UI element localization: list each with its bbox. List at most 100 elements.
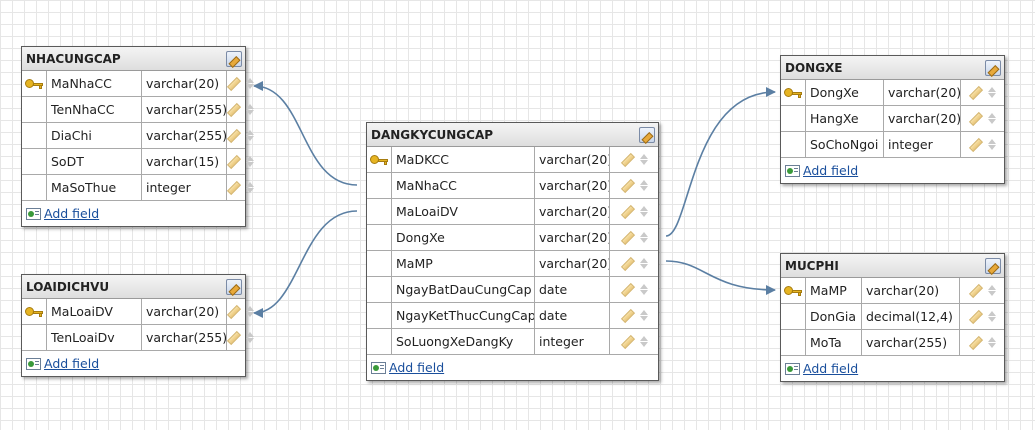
pencil-icon[interactable] xyxy=(226,102,242,117)
add-field-link[interactable]: Add field xyxy=(44,206,100,221)
updown-icon[interactable] xyxy=(639,310,648,321)
table-header[interactable]: MUCPHI xyxy=(781,254,1004,278)
add-field-link[interactable]: Add field xyxy=(389,360,445,375)
updown-icon[interactable] xyxy=(246,306,254,317)
pencil-icon[interactable] xyxy=(226,154,242,169)
edit-table-icon[interactable] xyxy=(985,59,1001,76)
pencil-icon[interactable] xyxy=(226,128,242,143)
add-field-link[interactable]: Add field xyxy=(803,163,859,178)
pencil-icon[interactable] xyxy=(968,283,983,298)
pencil-icon[interactable] xyxy=(620,282,635,297)
table-title: LOAIDICHVU xyxy=(26,279,110,294)
edit-table-icon[interactable] xyxy=(639,126,655,143)
pencil-icon[interactable] xyxy=(968,335,983,350)
table-header[interactable]: LOAIDICHVU xyxy=(22,275,245,299)
table-header[interactable]: DANGKYCUNGCAP xyxy=(367,123,658,147)
updown-icon[interactable] xyxy=(987,285,996,296)
connector-mucphi xyxy=(665,260,776,295)
pencil-icon[interactable] xyxy=(620,308,635,323)
edit-table-icon[interactable] xyxy=(985,257,1001,274)
add-field-icon[interactable] xyxy=(785,362,800,375)
field-type: integer xyxy=(142,175,227,200)
pencil-icon[interactable] xyxy=(620,230,635,245)
updown-icon[interactable] xyxy=(639,232,648,243)
table-header[interactable]: DONGXE xyxy=(781,56,1004,80)
field-actions xyxy=(226,97,254,122)
pencil-icon[interactable] xyxy=(968,111,984,126)
add-field-icon[interactable] xyxy=(26,357,41,370)
updown-icon[interactable] xyxy=(639,258,648,269)
updown-icon[interactable] xyxy=(987,337,996,348)
updown-icon[interactable] xyxy=(639,180,648,191)
updown-icon[interactable] xyxy=(639,336,648,347)
edit-table-icon[interactable] xyxy=(226,50,242,67)
pencil-icon[interactable] xyxy=(620,152,635,167)
updown-icon[interactable] xyxy=(246,104,254,115)
updown-icon[interactable] xyxy=(639,154,648,165)
key-icon xyxy=(784,87,802,99)
edit-table-icon[interactable] xyxy=(226,278,242,295)
add-field-icon[interactable] xyxy=(785,164,800,177)
pencil-icon[interactable] xyxy=(620,334,635,349)
pencil-icon[interactable] xyxy=(968,137,984,152)
updown-icon[interactable] xyxy=(639,206,648,217)
table-footer: Add field xyxy=(22,351,245,376)
field-type: date xyxy=(535,303,610,328)
pencil-icon[interactable] xyxy=(620,178,635,193)
updown-icon[interactable] xyxy=(246,156,254,167)
updown-icon[interactable] xyxy=(246,78,254,89)
pencil-icon[interactable] xyxy=(226,330,242,345)
add-field-icon[interactable] xyxy=(26,207,41,220)
pencil-icon[interactable] xyxy=(620,256,635,271)
pencil-icon[interactable] xyxy=(226,76,242,91)
add-field-link[interactable]: Add field xyxy=(803,361,859,376)
updown-icon[interactable] xyxy=(988,87,996,98)
add-field-icon[interactable] xyxy=(371,361,386,374)
updown-icon[interactable] xyxy=(246,130,254,141)
updown-icon[interactable] xyxy=(987,311,996,322)
updown-icon[interactable] xyxy=(988,113,996,124)
pencil-icon[interactable] xyxy=(968,85,984,100)
field-name: MaMP xyxy=(392,251,535,276)
pencil-icon[interactable] xyxy=(968,309,983,324)
field-type: varchar(255) xyxy=(862,330,960,355)
table-header[interactable]: NHACUNGCAP xyxy=(22,47,245,71)
pencil-icon[interactable] xyxy=(226,304,242,319)
updown-icon[interactable] xyxy=(988,139,996,150)
field-name: NgayBatDauCungCap xyxy=(392,277,535,302)
field-key-cell xyxy=(367,277,392,302)
updown-icon[interactable] xyxy=(246,182,254,193)
updown-icon[interactable] xyxy=(246,332,254,343)
updown-icon[interactable] xyxy=(639,284,648,295)
pencil-icon[interactable] xyxy=(620,204,635,219)
field-type: varchar(20) xyxy=(142,71,227,96)
pencil-icon[interactable] xyxy=(226,180,242,195)
add-field-link[interactable]: Add field xyxy=(44,356,100,371)
